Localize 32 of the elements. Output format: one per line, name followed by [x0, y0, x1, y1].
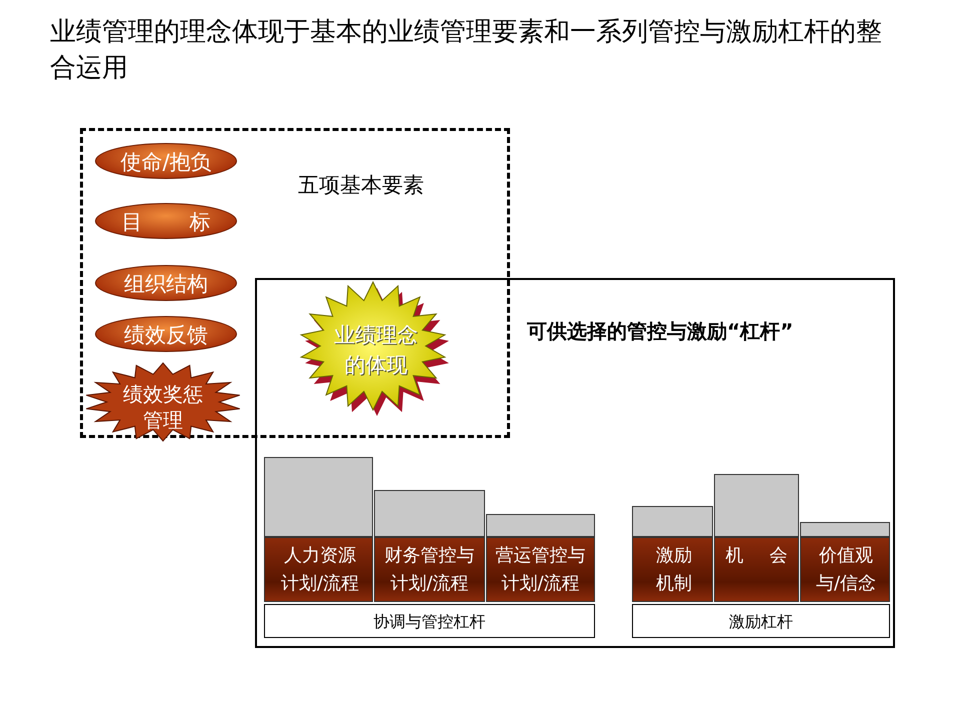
node-label: 使命/抱负 [119, 149, 213, 176]
node-label: 财务管控与计划/流程 [384, 544, 476, 596]
framed-panel [255, 278, 895, 648]
lever-box [374, 537, 485, 602]
bar [374, 490, 485, 537]
lever-box [264, 537, 373, 602]
bar [632, 506, 713, 537]
node-label: 激励机制 [655, 544, 693, 596]
node-label: 绩效奖惩管理 [122, 381, 204, 433]
lever-box [486, 537, 595, 602]
bar [264, 457, 373, 537]
lever-group-box [632, 604, 890, 638]
node-label: 协调与管控杠杆 [372, 612, 486, 633]
node-label: 激励杠杆 [728, 612, 794, 633]
node-label: 业绩理念的体现 [333, 322, 419, 379]
node-label: 机 会 [724, 544, 788, 568]
node-label: 人力资源计划/流程 [280, 544, 360, 596]
lever-box [714, 537, 799, 602]
bar [714, 474, 799, 537]
node-label: 价值观与/信念 [814, 544, 878, 596]
lever-box [800, 537, 890, 602]
node-label: 目 标 [120, 209, 212, 236]
node-label: 营运管控与计划/流程 [494, 544, 586, 596]
lever-group-box [264, 604, 595, 638]
title: 业绩管理的理念体现于基本的业绩管理要素和一系列管控与激励杠杆的整合运用 [50, 16, 883, 85]
bar [486, 514, 595, 537]
panel-heading: 可供选择的管控与激励“杠杆” [527, 318, 794, 345]
lever-box [632, 537, 713, 602]
node-label: 组织结构 [123, 271, 209, 298]
bar [800, 522, 890, 537]
node-label: 绩效反馈 [123, 322, 209, 349]
frame-heading: 五项基本要素 [298, 172, 424, 199]
